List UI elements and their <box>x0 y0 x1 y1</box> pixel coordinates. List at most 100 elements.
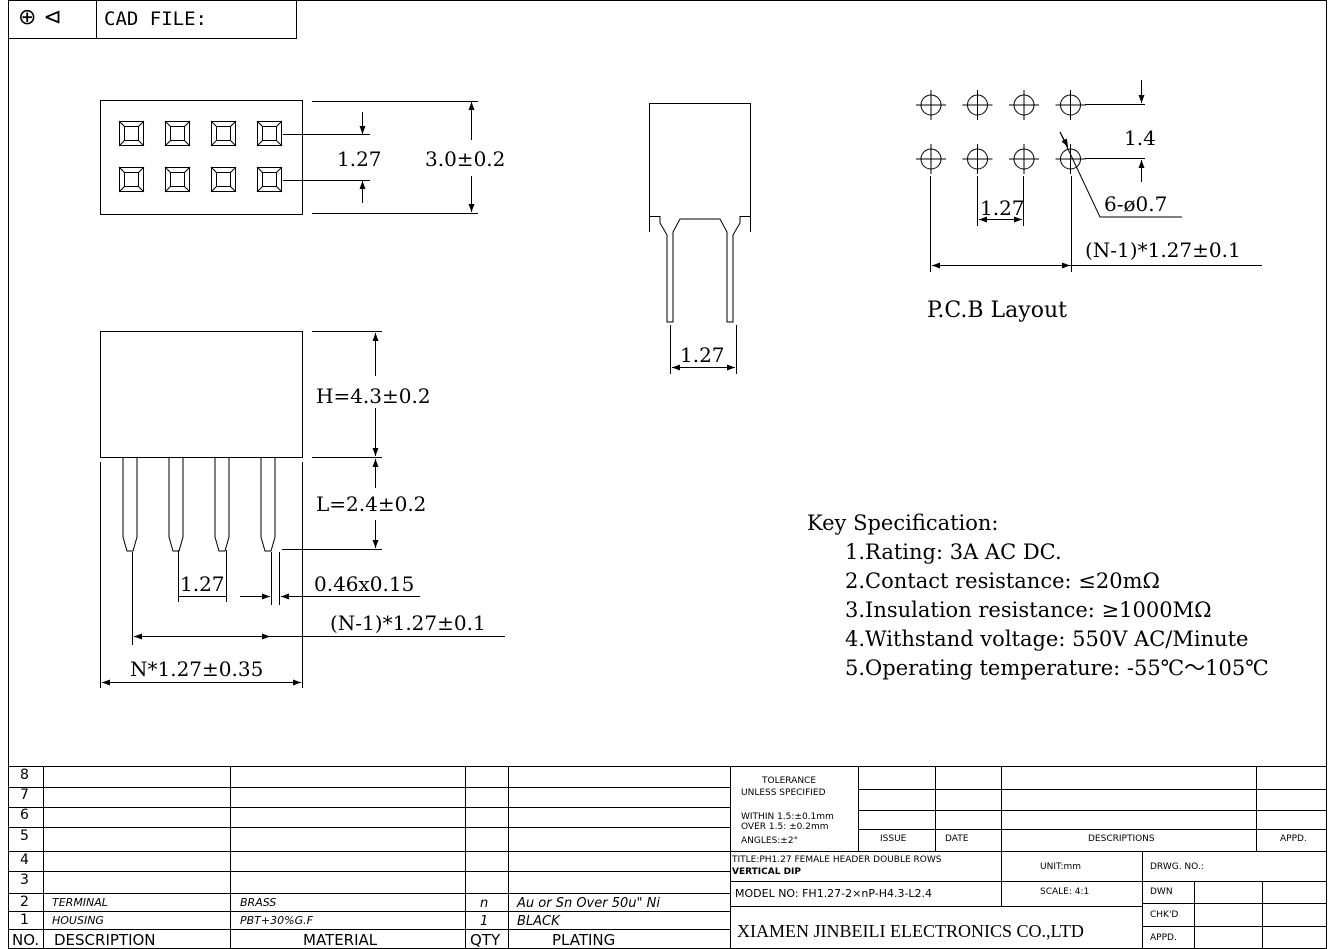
spec-item: 3.Insulation resistance: ≥1000MΩ <box>845 598 1212 622</box>
total-length-dimension: N*1.27±0.35 <box>130 657 264 681</box>
pin-size-dimension: 0.46x0.15 <box>314 572 415 596</box>
bom-cell-no: 1 <box>20 912 29 928</box>
pcb-layout <box>916 80 1262 272</box>
cad-file-label: CAD FILE: <box>104 8 207 30</box>
bom-cell-no: 4 <box>20 852 29 868</box>
bom-header-material: MATERIAL <box>303 931 378 949</box>
contact-outer <box>119 121 144 146</box>
contact-outer <box>165 167 190 192</box>
bom-cell-no: 6 <box>20 807 29 823</box>
height-dimension: H=4.3±0.2 <box>316 384 431 408</box>
contact-outer <box>211 121 236 146</box>
contact-outer <box>119 167 144 192</box>
contact-inner <box>124 126 139 141</box>
pcb-layout-title: P.C.B Layout <box>927 298 1067 323</box>
side-pitch-dimension: 1.27 <box>680 343 725 367</box>
bom-cell-no: 5 <box>20 828 29 844</box>
contact-inner <box>262 172 277 187</box>
drawn-label: DWN <box>1150 887 1173 897</box>
company-name: XIAMEN JINBEILI ELECTRONICS CO.,LTD <box>737 921 1084 941</box>
top-view-pitch-dimension: 1.27 <box>337 147 382 171</box>
contact-inner <box>170 126 185 141</box>
spec-item: 4.Withstand voltage: 550V AC/Minute <box>845 627 1249 651</box>
issue-header: ISSUE <box>880 834 907 844</box>
bom-cell-qty: n <box>480 896 489 911</box>
drawing-title-line2: VERTICAL DIP <box>732 867 801 877</box>
contact-corner <box>256 166 283 193</box>
bom-header-qty: QTY <box>470 931 501 949</box>
header-cell <box>8 0 297 39</box>
tolerance-sub: UNLESS SPECIFIED <box>741 788 826 798</box>
descriptions-header: DESCRIPTIONS <box>1088 834 1155 844</box>
side-view <box>649 103 751 374</box>
tolerance-within: WITHIN 1.5:±0.1mm <box>741 812 834 822</box>
bom-cell-no: 2 <box>20 894 29 910</box>
contact-inner <box>216 126 231 141</box>
bom-cell-description: TERMINAL <box>52 896 108 909</box>
contact-outer <box>257 121 282 146</box>
pcb-holes <box>916 90 1086 174</box>
bom-cell-material: PBT+30%G.F <box>240 914 313 927</box>
pin <box>214 458 230 552</box>
front-pitch-dimension: 1.27 <box>180 572 225 596</box>
contact-outer <box>257 167 282 192</box>
front-view-pins <box>122 458 276 552</box>
front-view <box>100 331 505 688</box>
bom-cell-no: 8 <box>20 767 29 783</box>
pin <box>260 458 276 552</box>
spec-item: 2.Contact resistance: ≤20mΩ <box>845 569 1160 593</box>
contact-corner <box>118 120 145 147</box>
bom-header-description: DESCRIPTION <box>54 931 156 949</box>
appd-header: APPD. <box>1280 834 1307 844</box>
bom-cell-material: BRASS <box>240 896 277 909</box>
contact-inner <box>262 126 277 141</box>
pin-span-dimension: (N-1)*1.27±0.1 <box>330 611 486 635</box>
bom-cell-plating: BLACK <box>517 914 560 929</box>
contact-inner <box>216 172 231 187</box>
unit-label: UNIT:mm <box>1040 862 1082 872</box>
bom-cell-no: 3 <box>20 872 29 888</box>
tolerance-title: TOLERANCE <box>762 776 817 786</box>
top-view-contacts <box>118 120 283 193</box>
tolerance-over: OVER 1.5: ±0.2mm <box>741 822 829 832</box>
scale-label: SCALE: 4:1 <box>1040 887 1090 897</box>
model-number: MODEL NO: FH1.27-2×nP-H4.3-L2.4 <box>735 887 933 900</box>
contact-corner <box>256 120 283 147</box>
tolerance-angles: ANGLES:±2° <box>741 836 799 846</box>
pcb-span-dimension: (N-1)*1.27±0.1 <box>1085 238 1241 262</box>
title-block-grid <box>730 766 1326 949</box>
contact-corner <box>164 120 191 147</box>
contact-corner <box>210 166 237 193</box>
approved-label: APPD. <box>1150 933 1177 943</box>
length-dimension: L=2.4±0.2 <box>316 492 427 516</box>
pin <box>122 458 138 552</box>
bom-header-plating: PLATING <box>552 931 616 949</box>
contact-inner <box>124 172 139 187</box>
spec-item: 5.Operating temperature: -55℃～105℃ <box>845 656 1269 680</box>
bom-grid <box>8 766 1326 949</box>
bom-cell-description: HOUSING <box>52 914 104 927</box>
bom-cell-no: 7 <box>20 787 29 803</box>
pcb-pitch-dimension: 1.27 <box>980 196 1025 220</box>
date-header: DATE <box>945 834 969 844</box>
pin <box>168 458 184 552</box>
projection-symbol-icon: ⊕ ⊲ <box>18 5 62 30</box>
contact-corner <box>164 166 191 193</box>
contact-outer <box>211 167 236 192</box>
top-view-housing <box>100 100 478 215</box>
drawing-title-line1: TITLE:PH1.27 FEMALE HEADER DOUBLE ROWS <box>732 855 942 865</box>
spec-title: Key Specification: <box>807 511 999 535</box>
contact-corner <box>210 120 237 147</box>
top-view-width-dimension: 3.0±0.2 <box>425 147 506 171</box>
contact-corner <box>118 166 145 193</box>
pcb-row-pitch-dimension: 1.4 <box>1124 126 1156 150</box>
contact-inner <box>170 172 185 187</box>
bom-header-no: NO. <box>12 931 40 949</box>
bom-cell-plating: Au or Sn Over 50u" Ni <box>517 896 660 911</box>
spec-item: 1.Rating: 3A AC DC. <box>845 540 1062 564</box>
checked-label: CHK'D <box>1150 910 1179 920</box>
bom-cell-qty: 1 <box>480 914 489 929</box>
drawing-number-label: DRWG. NO.: <box>1150 862 1204 872</box>
pcb-hole-dimension: 6-ø0.7 <box>1104 192 1168 216</box>
